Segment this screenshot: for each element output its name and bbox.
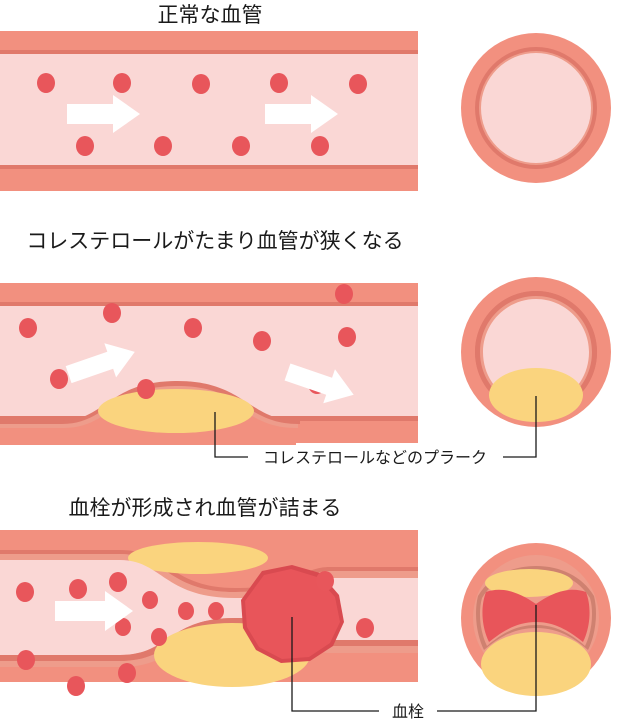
blood-cell-icon (154, 136, 172, 156)
leader-line-right (503, 396, 537, 458)
blood-cell-icon (232, 136, 250, 156)
blood-cell-icon (76, 136, 94, 156)
cross-section-lumen (481, 53, 591, 163)
plaque-icon-top (128, 542, 268, 574)
blood-cell-icon (16, 582, 34, 602)
blood-cell-group-narrowed (19, 284, 356, 399)
blood-cell-icon (19, 318, 37, 338)
blood-cell-icon (115, 618, 131, 636)
callout-plaque: コレステロールなどのプラーク (214, 396, 537, 467)
blood-cell-icon (69, 579, 87, 599)
leader-line-right (437, 605, 537, 712)
section-narrowed: コレステロールがたまり血管が狭くなる (0, 230, 611, 467)
blood-cell-icon (338, 327, 356, 347)
vessel-wall-bottom-outer (0, 169, 418, 191)
vessel-side-view-narrowed (0, 283, 418, 445)
cross-section-lumen (483, 299, 589, 396)
blood-cell-icon (109, 572, 127, 592)
vessel-side-view-blocked (0, 530, 418, 696)
blood-cell-icon (37, 73, 55, 93)
lower-intima-line (0, 618, 418, 661)
arrow-right-icon (55, 591, 133, 631)
blood-cell-group-blocked (16, 571, 374, 696)
arrow-right-icon-wrap (284, 363, 354, 404)
blood-cell-icon (356, 618, 374, 638)
section-title-normal: 正常な血管 (158, 4, 263, 27)
blood-cell-icon (103, 303, 121, 323)
arrow-right-icon (65, 343, 135, 384)
flow-arrow-group-normal (67, 95, 338, 133)
section-title-narrowed: コレステロールがたまり血管が狭くなる (26, 230, 403, 253)
section-title-blocked: 血栓が形成され血管が詰まる (69, 497, 342, 520)
section-normal: 正常な血管 (0, 4, 611, 191)
blood-cell-icon (335, 284, 353, 304)
blood-cell-group-normal (37, 73, 367, 156)
arrow-right-icon (284, 363, 354, 404)
leader-line-left (214, 412, 248, 458)
blood-cell-icon (311, 136, 329, 156)
blood-cell-icon (151, 628, 167, 646)
blood-cell-icon (67, 676, 85, 696)
vessel-side-view-normal (0, 31, 418, 191)
vessel-cross-section-normal (461, 33, 611, 183)
arrow-right-icon (67, 95, 140, 133)
vessel-cross-section-narrowed (461, 277, 611, 427)
arrow-right-icon-wrap (65, 343, 135, 384)
leader-line-left (291, 617, 379, 712)
blood-cell-icon (178, 602, 194, 620)
vessel-wall-top-line (0, 50, 418, 54)
blood-cell-icon (253, 331, 271, 351)
flow-arrow-group-narrowed (65, 343, 354, 404)
plaque-icon (98, 389, 254, 433)
thrombus-icon (245, 569, 340, 659)
blood-cell-icon (142, 591, 158, 609)
vessel-wall-bottom-line (0, 165, 418, 169)
blood-cell-icon (316, 571, 334, 591)
callout-label-plaque: コレステロールなどのプラーク (263, 449, 487, 467)
vessel-wall-top-line (0, 302, 418, 306)
blood-cell-icon (192, 74, 210, 94)
plaque-icon-top (485, 569, 573, 597)
blood-cell-icon (208, 602, 224, 620)
upper-media-band (0, 554, 418, 598)
blood-cell-icon (137, 379, 155, 399)
blood-cell-icon (184, 318, 202, 338)
vessel-lumen-normal (0, 54, 418, 165)
blood-cell-icon (17, 650, 35, 670)
plaque-icon (489, 368, 583, 422)
blood-cell-icon (113, 73, 131, 93)
blood-cell-icon (270, 73, 288, 93)
blood-cell-icon (50, 369, 68, 389)
section-blocked: 血栓が形成され血管が詰まる (0, 497, 611, 721)
arrow-right-icon (265, 95, 338, 133)
blood-cell-icon (118, 663, 136, 683)
callout-thrombus: 血栓 (291, 605, 537, 721)
callout-label-thrombus: 血栓 (392, 703, 424, 721)
vessel-wall-top-outer (0, 31, 418, 53)
blood-cell-icon (349, 74, 367, 94)
vessel-wall-top-outer (0, 283, 418, 305)
